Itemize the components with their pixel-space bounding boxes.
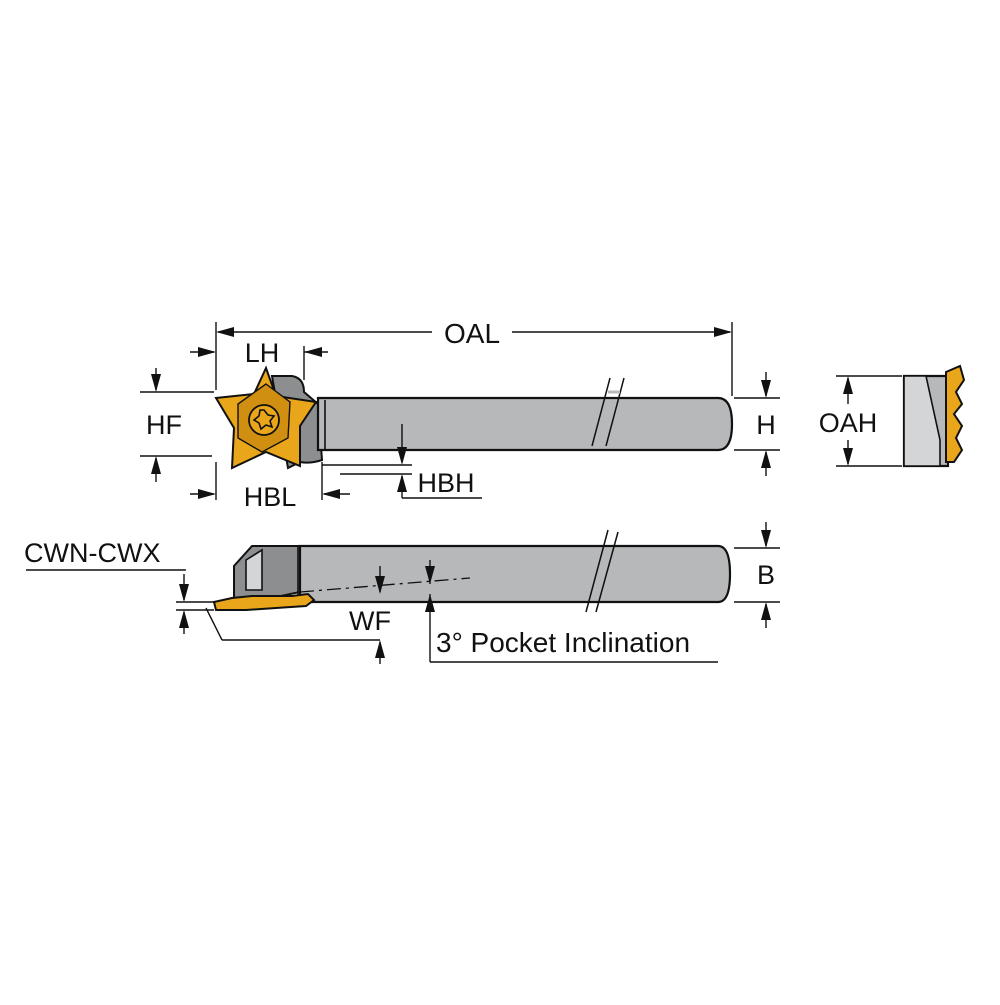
side-view-shank bbox=[298, 544, 732, 604]
end-view-face bbox=[903, 375, 941, 467]
oal-dimension bbox=[215, 322, 733, 396]
oah-dimension bbox=[836, 375, 902, 467]
side-view: B CWN-CWX WF 3 bbox=[24, 522, 780, 664]
hbl-dimension bbox=[190, 462, 350, 500]
b-dimension bbox=[734, 522, 780, 628]
side-view-insert bbox=[212, 592, 316, 611]
end-view: OAH bbox=[819, 364, 966, 468]
top-view: OAL LH HF HBL bbox=[140, 318, 780, 512]
hbh-dimension bbox=[322, 424, 482, 499]
h-dimension bbox=[734, 372, 780, 476]
lh-dimension bbox=[190, 346, 328, 380]
label-hbl: HBL bbox=[244, 482, 297, 512]
label-hf: HF bbox=[146, 410, 182, 440]
label-lh: LH bbox=[245, 338, 280, 368]
label-oal: OAL bbox=[444, 318, 500, 349]
label-wf: WF bbox=[349, 606, 391, 636]
top-view-shank bbox=[316, 396, 734, 452]
wf-dimension bbox=[205, 566, 385, 664]
label-oah: OAH bbox=[819, 408, 878, 438]
top-view-break-marks bbox=[591, 377, 625, 447]
pocket-inclination-line bbox=[299, 577, 471, 593]
hf-dimension bbox=[140, 368, 214, 482]
label-h: H bbox=[756, 410, 776, 440]
label-cwn-cwx: CWN-CWX bbox=[24, 538, 160, 568]
side-view-head bbox=[233, 545, 301, 601]
label-hbh: HBH bbox=[417, 468, 474, 498]
label-pocket-inclination: 3° Pocket Inclination bbox=[436, 627, 690, 658]
side-view-break-marks bbox=[585, 529, 619, 613]
torx-recess bbox=[252, 409, 276, 431]
label-b: B bbox=[757, 560, 775, 590]
star-insert bbox=[214, 365, 318, 470]
cwn-cwx-dimension bbox=[26, 569, 214, 634]
end-view-insert bbox=[945, 364, 966, 463]
pocket-inclination-callout bbox=[425, 560, 718, 663]
side-view-head-face bbox=[245, 548, 263, 591]
